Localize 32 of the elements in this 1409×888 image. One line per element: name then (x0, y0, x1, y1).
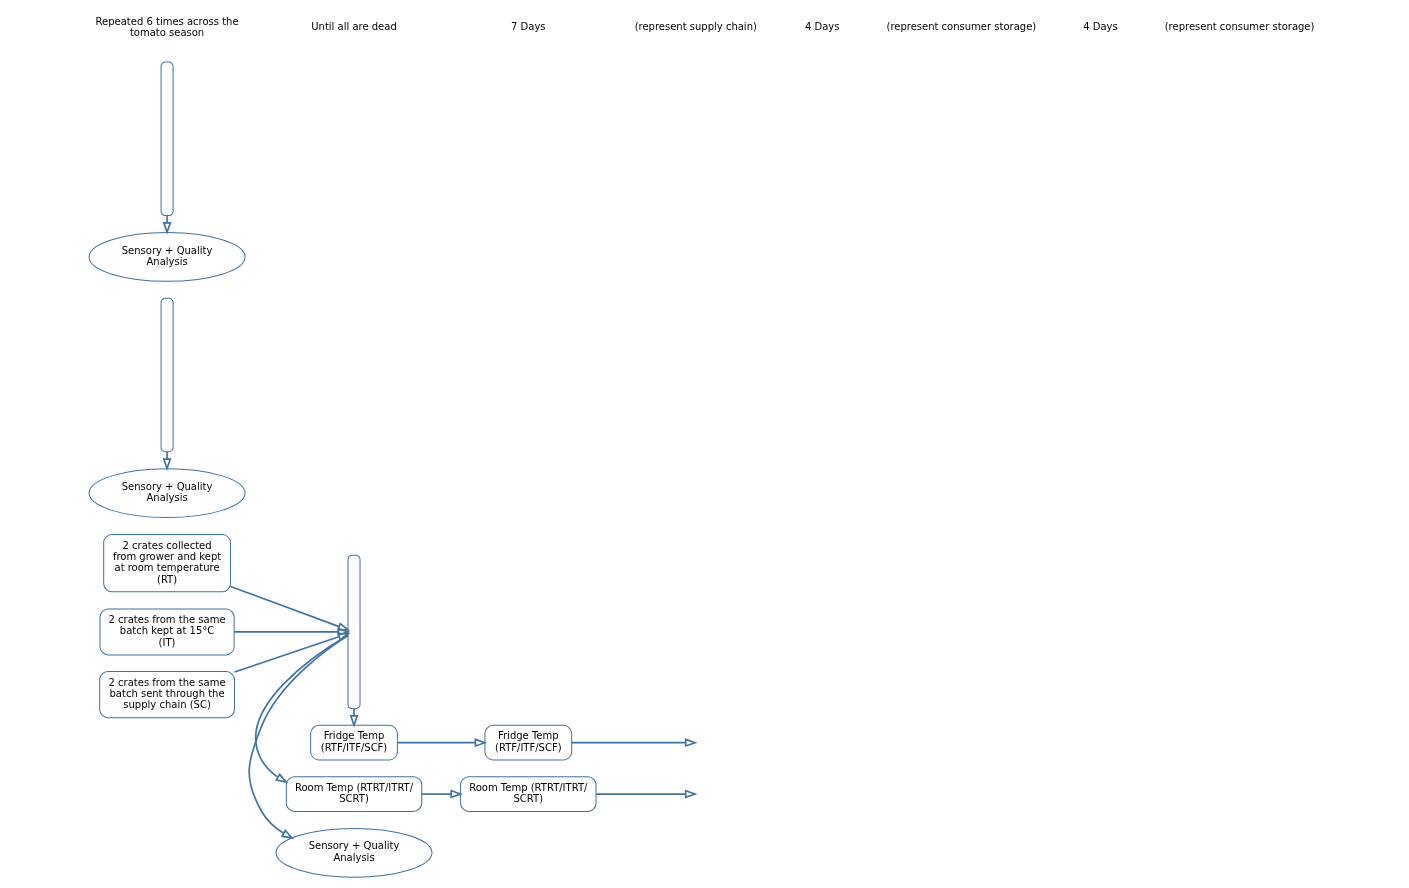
label: Until all are dead (310, 21, 397, 33)
node-box: 2 crates collected from grower and kept at room temperature (RT) (102, 534, 231, 593)
arrow (233, 632, 350, 673)
arrow (570, 738, 698, 748)
label: (represent supply chain) (634, 21, 757, 33)
label: 7 Days (510, 21, 546, 33)
node-box: 2 crates from the same batch kept at 15°C (IT) (99, 608, 235, 656)
node-bar (160, 61, 174, 217)
node-box: Fridge Temp (RTF/ITF/SCF) (483, 724, 572, 761)
node-ellipse: Sensory + Quality Analysis (88, 232, 246, 282)
label: 4 Days (804, 21, 839, 33)
node-box: Room Temp (RTRT/ITRT/ SCRT) (285, 776, 422, 812)
arrow (420, 789, 463, 799)
arrow (232, 627, 350, 637)
arrow (247, 634, 349, 840)
arrow (162, 451, 171, 471)
node-box: Fridge Temp (RTF/ITF/SCF) (309, 724, 398, 761)
node-bar (347, 554, 360, 710)
label: Repeated 6 times across the tomato season (95, 15, 239, 39)
arrow (162, 214, 171, 235)
label: 4 Days (1082, 21, 1118, 33)
node-bar (160, 297, 174, 453)
arrow (396, 738, 487, 748)
node-box: 2 crates from the same batch sent through the supply chain (SC) (98, 671, 235, 719)
node-ellipse: Sensory + Quality Analysis (88, 468, 246, 518)
node-box: Room Temp (RTRT/ITRT/ SCRT) (459, 776, 596, 812)
arrow (254, 634, 349, 784)
arrow (229, 585, 350, 631)
label: (represent consumer storage) (885, 21, 1036, 33)
label: (represent consumer storage) (1164, 21, 1314, 33)
arrow (349, 707, 358, 728)
arrow (594, 789, 698, 799)
